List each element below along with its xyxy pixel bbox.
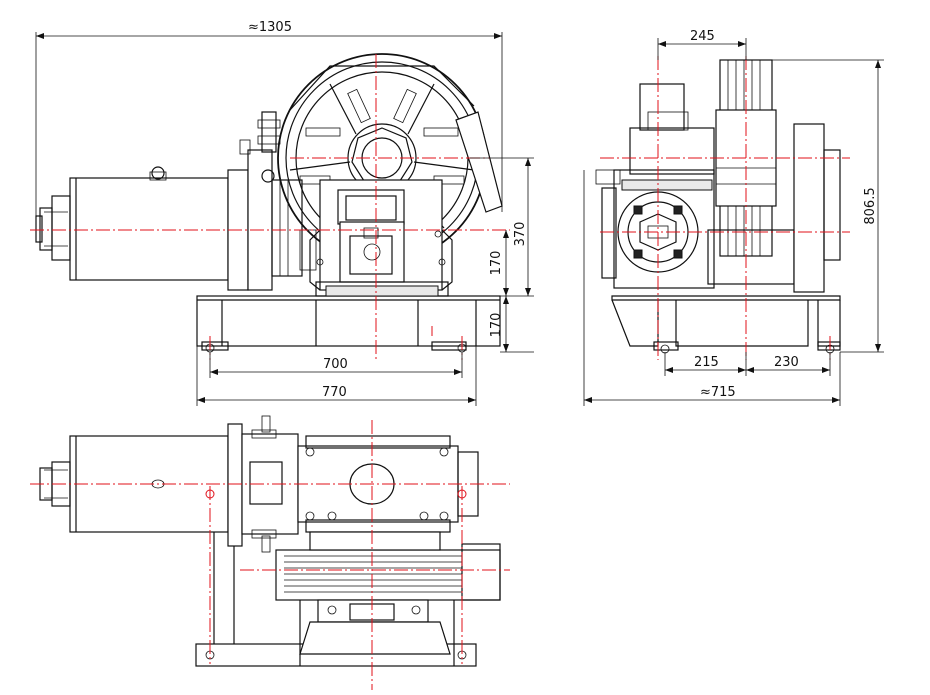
dim-side-806-5: 806.5 (863, 187, 878, 224)
dim-base-700: 700 (323, 357, 348, 372)
front-view (30, 53, 510, 360)
dim-side-215: 215 (694, 355, 719, 370)
side-view (595, 56, 850, 360)
dim-side-230: 230 (774, 355, 799, 370)
dim-overall-length: ≈1305 (248, 20, 292, 35)
dim-height-370: 370 (513, 222, 528, 247)
front-dimensions: ≈1305 370 170 170 700 770 (35, 20, 534, 406)
dim-side-245: 245 (690, 29, 715, 44)
top-view (30, 415, 510, 690)
dim-side-715: ≈715 (700, 385, 736, 400)
dim-height-170-lower: 170 (489, 313, 504, 338)
dim-height-170-upper: 170 (489, 251, 504, 276)
side-dimensions: 245 806.5 215 230 ≈715 (583, 29, 884, 406)
dim-base-770: 770 (322, 385, 347, 400)
